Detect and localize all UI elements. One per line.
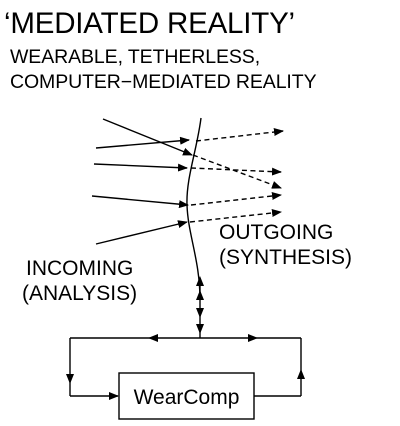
- outgoing-label: OUTGOING: [219, 221, 333, 244]
- outgoing-sublabel: (SYNTHESIS): [219, 246, 352, 269]
- incoming-ray-2: [95, 136, 190, 149]
- lens-curve: [186, 117, 202, 301]
- feedback-loop: [66, 334, 305, 400]
- wearcomp-label: WearComp: [134, 386, 240, 409]
- incoming-ray-4: [91, 195, 189, 209]
- outgoing-ray-4: [190, 192, 282, 206]
- incoming-ray-5: [95, 220, 188, 245]
- outgoing-ray-3: [190, 167, 282, 176]
- outgoing-ray-2: [192, 154, 282, 189]
- incoming-sublabel: (ANALYSIS): [22, 282, 137, 305]
- lens-computer-link: [196, 276, 204, 338]
- outgoing-ray-1: [195, 128, 284, 142]
- subtitle-line-1: WEARABLE, TETHERLESS,: [10, 46, 260, 68]
- incoming-label: INCOMING: [26, 257, 133, 280]
- subtitle-line-2: COMPUTER−MEDIATED REALITY: [10, 71, 317, 93]
- outgoing-rays: [189, 128, 284, 223]
- incoming-rays: [91, 118, 193, 245]
- wearcomp-box: [118, 372, 255, 420]
- incoming-ray-3: [93, 163, 188, 172]
- diagram-title: ‘MEDIATED REALITY’: [4, 7, 295, 40]
- outgoing-ray-5: [189, 209, 282, 223]
- incoming-ray-1: [102, 118, 193, 156]
